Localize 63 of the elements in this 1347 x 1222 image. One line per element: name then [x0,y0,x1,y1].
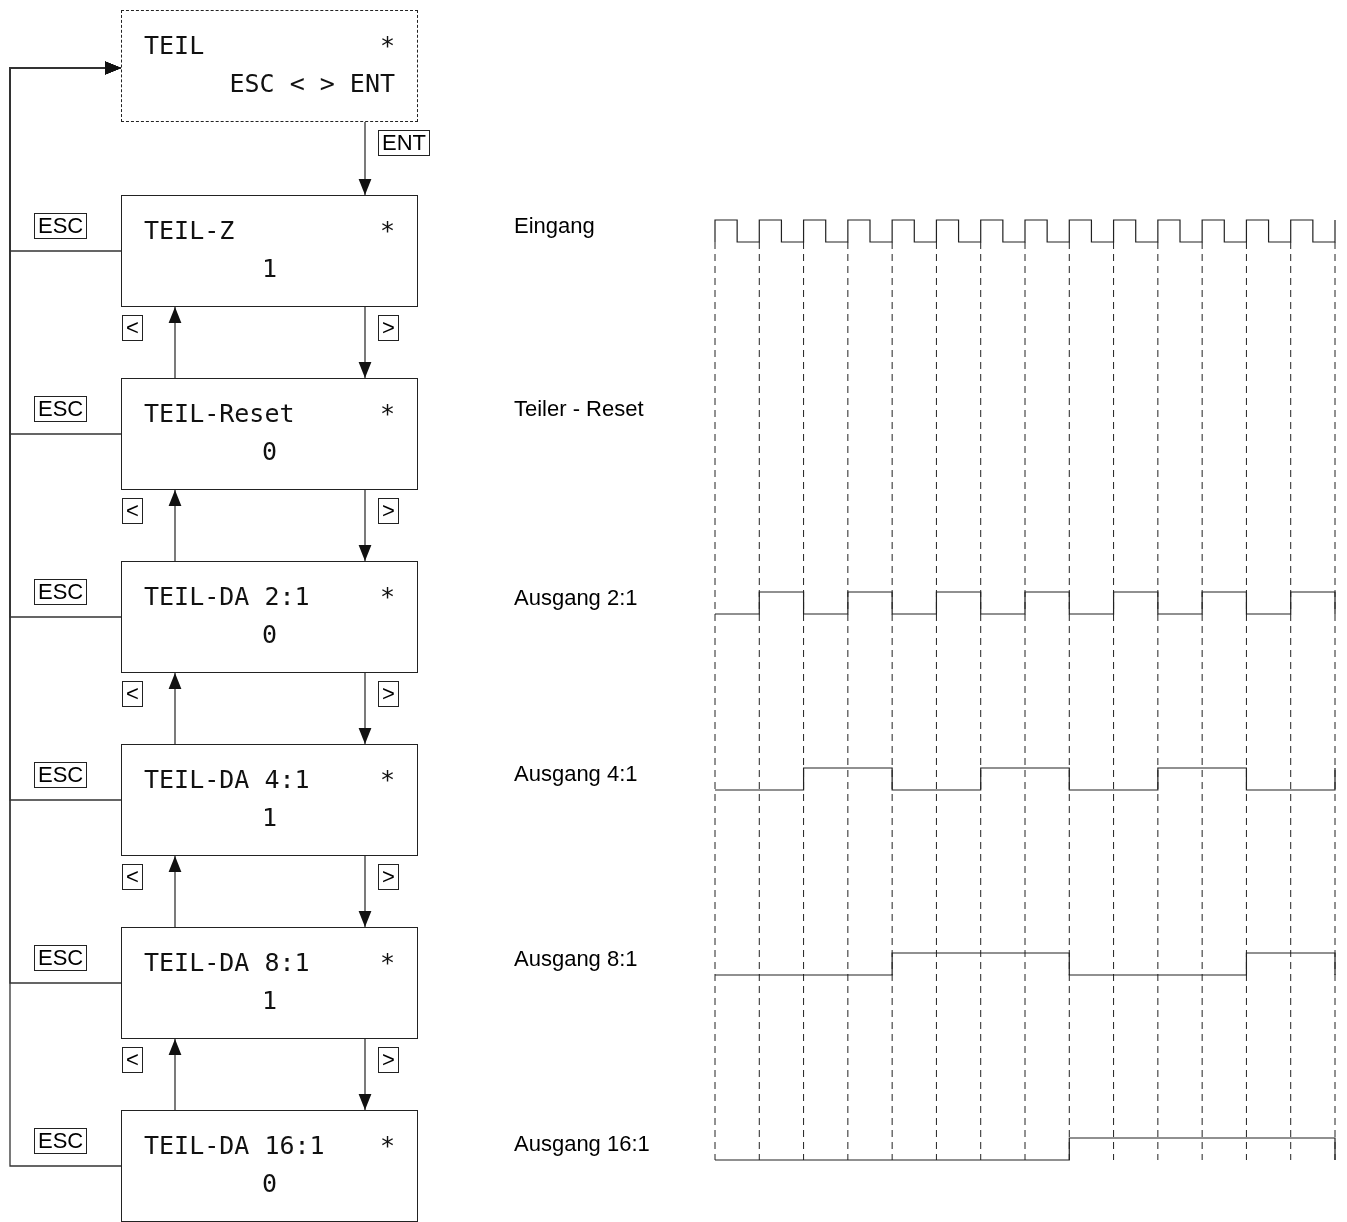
arrow [358,855,372,928]
key-label: > [378,498,399,524]
display-box [121,1110,418,1222]
arrow [358,306,372,379]
arrow [358,489,372,562]
arrow [168,489,182,562]
key-label: ESC [34,1128,88,1154]
asterisk-mark: * [379,765,395,794]
menu-value: 1 [260,986,279,1015]
key-label: ESC [34,579,88,605]
menu-value: ESC < > ENT [229,69,395,98]
display-box [121,378,418,490]
menu-value: 1 [260,254,279,283]
key-label: ESC [34,945,88,971]
asterisk-mark: * [379,582,395,611]
asterisk-mark: * [379,216,395,245]
key-label: < [122,315,143,341]
arrow [9,61,122,1167]
key-label: < [122,1047,143,1073]
menu-value: 0 [260,1169,279,1198]
arrow [168,306,182,379]
menu-title: TEIL-Reset [144,399,295,428]
key-label: > [378,1047,399,1073]
key-label: > [378,681,399,707]
asterisk-mark: * [379,399,395,428]
signal-name: Eingang [514,213,595,239]
key-label: > [378,864,399,890]
menu-title: TEIL-DA 4:1 [144,765,310,794]
asterisk-mark: * [379,948,395,977]
display-box [121,195,418,307]
key-label: < [122,681,143,707]
display-box [121,561,418,673]
signal-name: Ausgang 8:1 [514,946,638,972]
arrow [358,1038,372,1111]
key-label: ESC [34,762,88,788]
arrow [358,121,372,196]
key-label: > [378,315,399,341]
arrow [168,672,182,745]
key-label: ESC [34,396,88,422]
display-box [121,744,418,856]
signal-name: Ausgang 16:1 [514,1131,650,1157]
menu-title: TEIL-DA 2:1 [144,582,310,611]
key-label: ESC [34,213,88,239]
menu-title: TEIL-DA 16:1 [144,1131,325,1160]
signal-name: Ausgang 4:1 [514,761,638,787]
signal-name: Teiler - Reset [514,396,644,422]
menu-title: TEIL [144,31,205,60]
menu-title: TEIL-DA 8:1 [144,948,310,977]
asterisk-mark: * [379,1131,395,1160]
arrow [168,855,182,928]
arrow [168,1038,182,1111]
signal-name: Ausgang 2:1 [514,585,638,611]
menu-title: TEIL-Z [144,216,235,245]
menu-value: 0 [260,437,279,466]
asterisk-mark: * [379,31,395,60]
menu-value: 0 [260,620,279,649]
key-label: < [122,864,143,890]
display-box [121,927,418,1039]
key-label: < [122,498,143,524]
arrow [358,672,372,745]
menu-header-box [121,10,418,122]
menu-value: 1 [260,803,279,832]
key-label: ENT [378,130,430,156]
